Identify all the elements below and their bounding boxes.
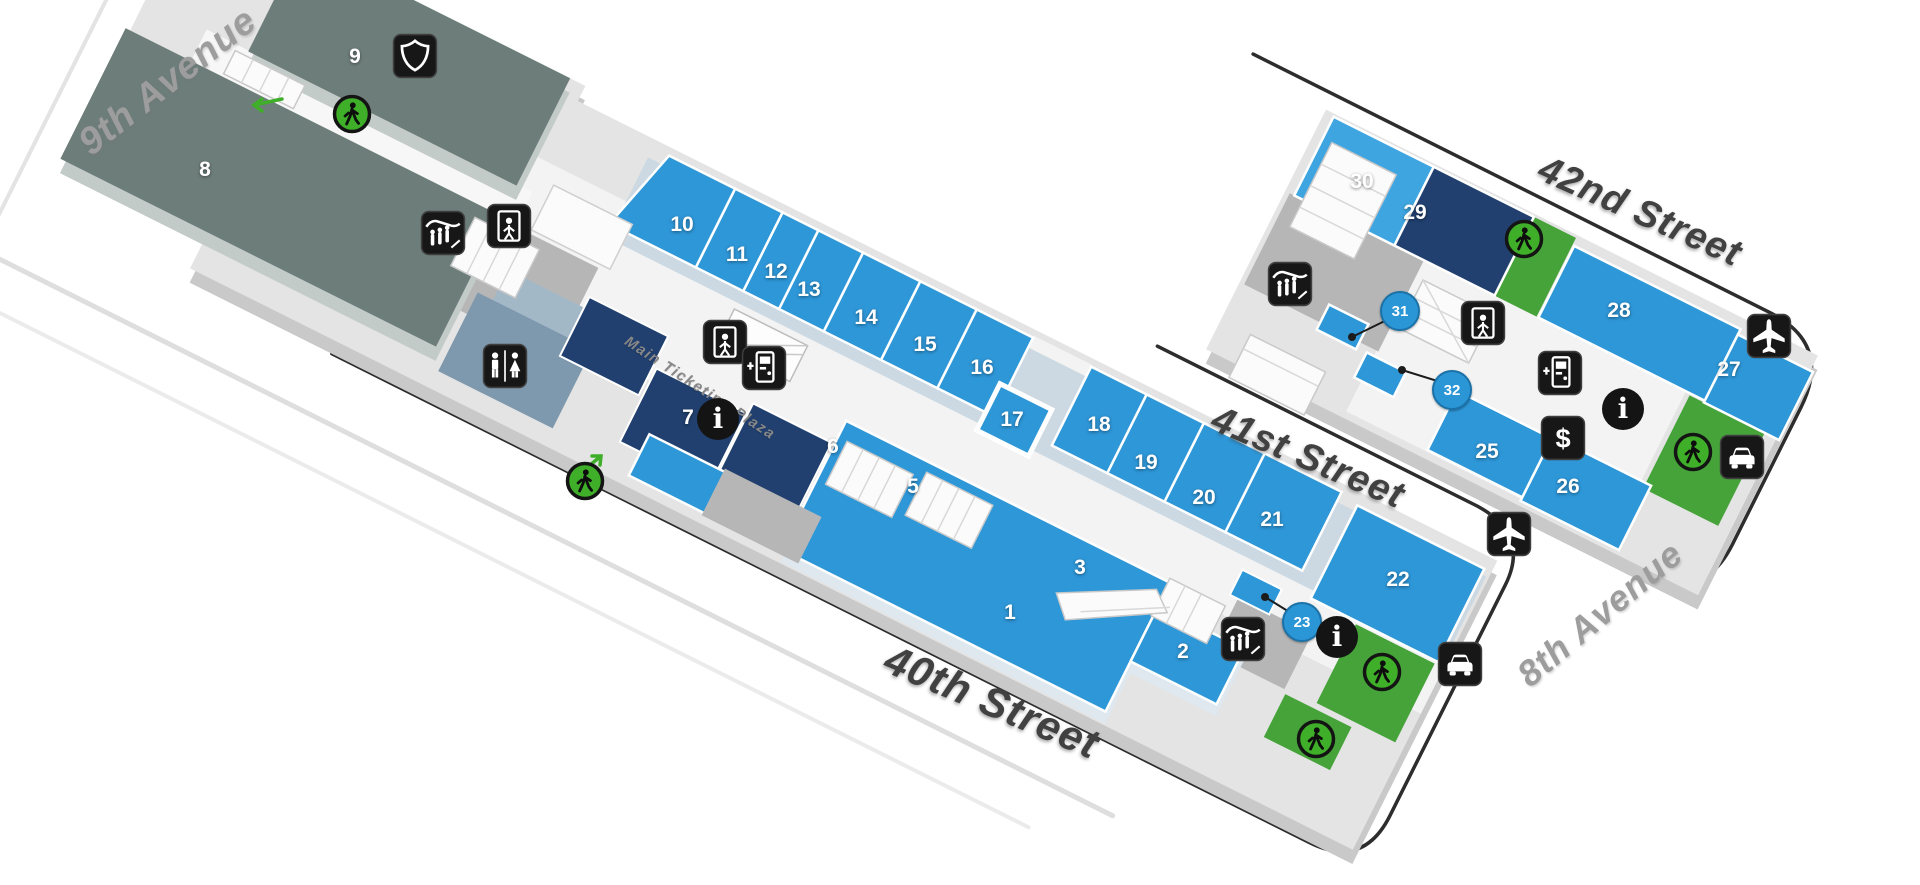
unit-label-8: 8	[199, 158, 211, 181]
north-retail-blocks	[607, 154, 1486, 664]
unit-label-19: 19	[1134, 451, 1158, 474]
unit-32-kiosk	[1352, 350, 1408, 399]
airplane-icon	[1746, 313, 1792, 359]
elevator-icon	[702, 319, 748, 365]
pedestrian-walk-icon	[564, 460, 606, 502]
info-icon: i	[695, 396, 741, 442]
unit-block-22	[1309, 503, 1486, 664]
unit-block-29	[1392, 165, 1536, 298]
elevator-icon	[1460, 300, 1506, 346]
escalator-icon	[1267, 261, 1313, 307]
unit-block-26	[1518, 434, 1653, 552]
unit-label-9: 9	[349, 45, 361, 68]
svg-text:i: i	[1618, 392, 1629, 425]
pedestrian-walk-icon	[1295, 718, 1337, 760]
info-icon: i	[1314, 614, 1360, 660]
unit-badge-23: 23	[1282, 602, 1322, 642]
pedestrian-walk-icon	[1503, 218, 1545, 260]
unit-block-21	[1223, 451, 1344, 573]
unit-block-8	[60, 28, 502, 347]
unit-label-29: 29	[1403, 201, 1427, 224]
unit-label-15: 15	[913, 333, 937, 356]
unit-label-6: 6	[827, 435, 839, 458]
pedestrian-walk-icon	[1672, 431, 1714, 473]
unit-label-14: 14	[854, 306, 878, 329]
info-icon: i	[1600, 386, 1646, 432]
car-icon	[1719, 434, 1765, 480]
unit-label-11: 11	[725, 243, 749, 266]
north-wing-blocks	[1292, 115, 1815, 552]
unit-label-25: 25	[1475, 440, 1499, 463]
escalator-bank-lines	[840, 449, 1202, 632]
svg-text:i: i	[1332, 620, 1343, 653]
svg-text:i: i	[713, 402, 724, 435]
unit-label-18: 18	[1087, 413, 1111, 436]
unit-label-28: 28	[1607, 299, 1631, 322]
escalator-icon	[420, 210, 466, 256]
ticket-machine-icon	[1537, 350, 1583, 396]
car-icon	[1437, 641, 1483, 687]
unit-label-22: 22	[1386, 568, 1410, 591]
tunnel-ramp	[222, 49, 307, 110]
south-gray-notch	[701, 468, 822, 564]
restroom-icon	[482, 343, 528, 389]
pedestrian-walk-icon	[1361, 651, 1403, 693]
plaza-structure	[530, 184, 634, 271]
unit-label-30: 30	[1350, 170, 1374, 193]
dollar-icon: $	[1540, 415, 1586, 461]
unit-label-13: 13	[797, 278, 821, 301]
unit-label-16: 16	[970, 356, 994, 379]
unit-badge-32: 32	[1432, 370, 1472, 410]
elevator-icon	[486, 203, 532, 249]
unit-label-17: 17	[1000, 408, 1024, 431]
unit-label-5: 5	[907, 475, 919, 498]
unit-label-3: 3	[1074, 556, 1086, 579]
unit-label-27: 27	[1717, 358, 1741, 381]
svg-text:$: $	[1555, 422, 1570, 453]
unit-label-26: 26	[1556, 475, 1580, 498]
unit-label-7: 7	[682, 406, 694, 429]
pedestrian-walk-icon	[331, 93, 373, 135]
escalator-icon	[1220, 616, 1266, 662]
north-wing-stair-lines	[1242, 163, 1485, 388]
outer-street-lines	[0, 0, 1116, 830]
unit-block-16	[935, 307, 1035, 419]
unit-block-17-kiosk	[973, 380, 1056, 460]
unit-label-12: 12	[764, 260, 788, 283]
unit-label-1: 1	[1004, 601, 1016, 624]
unit-badge-31: 31	[1380, 291, 1420, 331]
ticket-machine-icon	[741, 345, 787, 391]
security-shield-icon	[392, 33, 438, 79]
unit-label-21: 21	[1260, 508, 1284, 531]
unit-label-2: 2	[1177, 640, 1189, 663]
unit-label-20: 20	[1192, 486, 1216, 509]
airplane-icon	[1486, 511, 1532, 557]
unit-label-10: 10	[670, 213, 694, 236]
